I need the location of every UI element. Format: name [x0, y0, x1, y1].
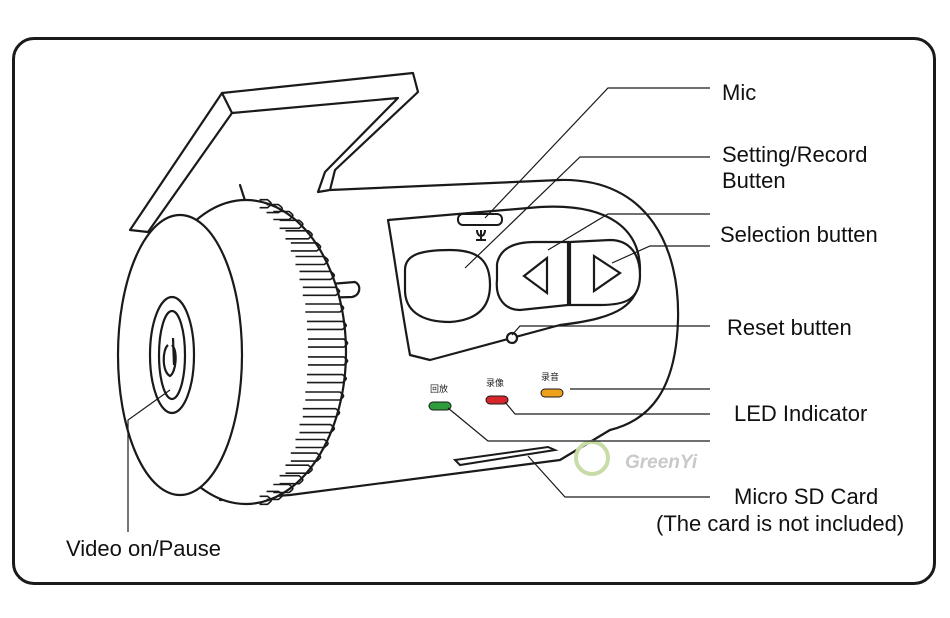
callout-sd-line1: Micro SD Card	[734, 484, 879, 509]
diagram-frame	[12, 37, 936, 585]
led-caption: 回放	[430, 383, 448, 395]
callout-video: Video on/Pause	[66, 536, 221, 561]
lens-rib	[302, 286, 341, 297]
mic-grille	[457, 213, 503, 226]
leader-selection-left	[547, 213, 710, 251]
lens-rib	[273, 483, 294, 494]
lens-rib	[295, 438, 329, 449]
lens-rib	[266, 490, 284, 501]
reset-hole	[505, 331, 519, 345]
watermark-logo	[574, 440, 610, 476]
right-selection-button	[568, 238, 642, 307]
lens-rib	[266, 203, 284, 214]
lens-rib	[279, 474, 304, 485]
left-selection-button	[495, 240, 570, 312]
lens-rib	[290, 452, 322, 462]
sd-card-slot	[452, 445, 559, 467]
leader-led-green	[447, 407, 710, 442]
callout-reset: Reset butten	[727, 315, 852, 340]
lens-rib	[273, 210, 294, 221]
right-arrow-icon	[592, 253, 622, 294]
mic-icon	[476, 229, 486, 241]
leader-video	[127, 389, 171, 532]
lens-rib	[259, 198, 273, 209]
power-button-inner	[157, 309, 187, 401]
leader-selection-right	[611, 245, 710, 264]
led-caption: 录音	[541, 371, 559, 383]
lens-rib	[299, 270, 336, 281]
lens-rib	[279, 219, 304, 230]
led-indicator	[485, 395, 509, 405]
led-indicator	[428, 401, 452, 411]
lens-ring-ribs	[259, 198, 349, 506]
side-slot	[316, 280, 361, 300]
callout-sd-line2: (The card is not included)	[656, 511, 905, 536]
watermark: GreenYi	[574, 440, 698, 476]
lens-rib	[259, 495, 273, 506]
callout-setting-record-line1: Setting/Record	[722, 142, 868, 167]
svg-text:GreenYi: GreenYi	[625, 452, 698, 473]
callout-mic: Mic	[722, 80, 757, 105]
callout-led: LED Indicator	[734, 401, 868, 426]
callout-selection: Selection butten	[720, 222, 878, 247]
lens-rib	[285, 464, 313, 474]
leader-sd	[527, 455, 710, 498]
lens-rib	[307, 356, 349, 366]
mount-bracket	[128, 71, 420, 234]
leader-led-red	[504, 401, 710, 415]
lens-rib	[295, 255, 329, 266]
lens-rib	[307, 373, 348, 384]
lens-rib	[307, 338, 349, 348]
led-caption: 录像	[486, 377, 504, 389]
mount-plate-edge	[220, 91, 234, 115]
leader-reset	[511, 325, 710, 336]
lens-rib	[307, 320, 348, 331]
power-icon	[162, 337, 177, 378]
lens-rib	[285, 230, 313, 240]
lens-rib	[302, 407, 341, 418]
lens-rib	[305, 391, 345, 401]
led-indicator	[540, 388, 564, 398]
leader-setting	[464, 156, 710, 269]
lens-rib	[290, 242, 322, 252]
lens-rib	[305, 303, 345, 313]
setting-record-button	[403, 248, 492, 324]
left-arrow-icon	[522, 255, 549, 296]
led-group: 回放 录像 录音	[428, 371, 564, 411]
callout-setting-record-line2: Butten	[722, 168, 786, 193]
leader-mic	[484, 87, 710, 219]
lens-rib	[299, 423, 336, 434]
